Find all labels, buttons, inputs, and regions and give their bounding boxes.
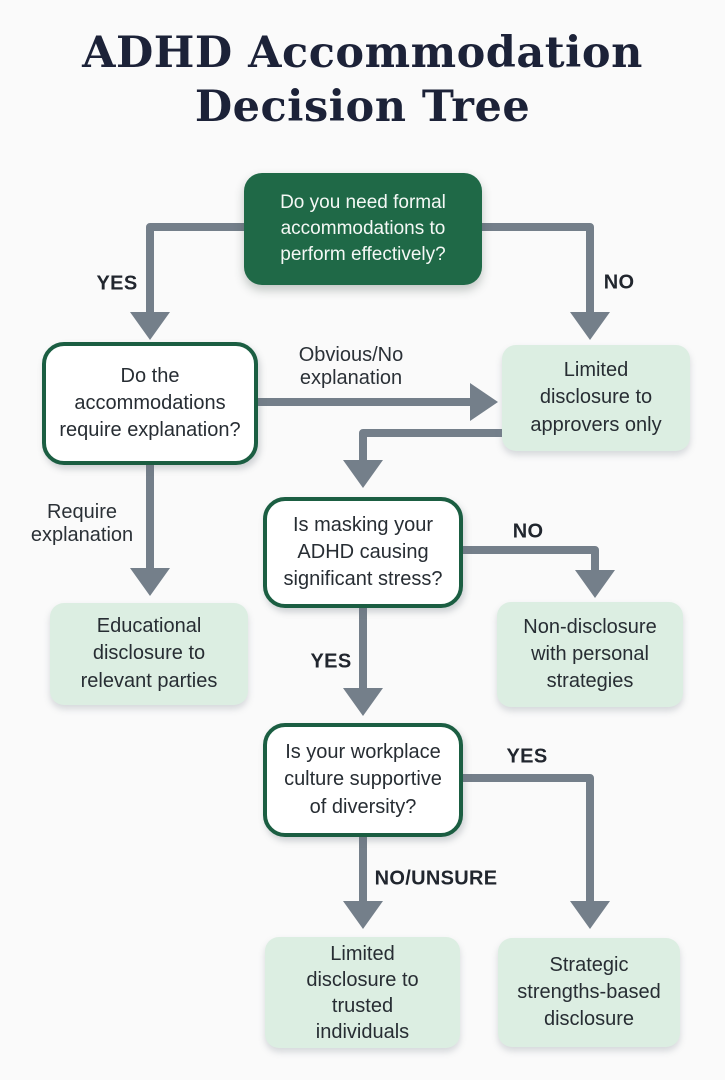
edge-start-no bbox=[482, 223, 610, 340]
edge-label-obvious-no-explanation: Obvious/No explanation bbox=[298, 343, 404, 389]
arrowhead-down-icon bbox=[343, 901, 383, 929]
arrowhead-down-icon bbox=[130, 312, 170, 340]
edge-approvers-to-masking bbox=[343, 429, 502, 488]
node-outcome-educational-disclosure: Educational disclosure to relevant parti… bbox=[50, 603, 248, 705]
edge-culture-no-unsure bbox=[343, 837, 383, 929]
edge-masking-yes bbox=[343, 608, 383, 716]
node-question-masking-stress: Is masking your ADHD causing significant… bbox=[263, 497, 463, 608]
edge-label-yes-masking: YES bbox=[310, 650, 352, 673]
node-outcome-strategic-disclosure: Strategic strengths-based disclosure bbox=[498, 938, 680, 1047]
node-outcome-non-disclosure: Non-disclosure with personal strategies bbox=[497, 602, 683, 707]
arrowhead-down-icon bbox=[570, 901, 610, 929]
edge-masking-no bbox=[463, 546, 615, 598]
edge-label-no-masking: NO bbox=[512, 520, 544, 543]
node-question-workplace-culture: Is your workplace culture supportive of … bbox=[263, 723, 463, 837]
edge-label-no-top: NO bbox=[603, 271, 635, 294]
page-title: ADHD Accommodation Decision Tree bbox=[82, 28, 643, 133]
arrowhead-down-icon bbox=[130, 568, 170, 596]
arrowhead-down-icon bbox=[575, 570, 615, 598]
edge-label-yes-culture: YES bbox=[506, 745, 548, 768]
edge-label-require-explanation: Require explanation bbox=[30, 500, 134, 546]
arrowhead-down-icon bbox=[570, 312, 610, 340]
edge-culture-yes bbox=[463, 774, 610, 929]
arrowhead-right-icon bbox=[470, 383, 498, 421]
arrowhead-down-icon bbox=[343, 460, 383, 488]
node-outcome-trusted-individuals: Limited disclosure to trusted individual… bbox=[265, 937, 460, 1048]
edge-label-no-unsure-culture: NO/UNSURE bbox=[374, 867, 498, 890]
node-outcome-approvers-only: Limited disclosure to approvers only bbox=[502, 345, 690, 451]
node-question-explanation: Do the accommodations require explanatio… bbox=[42, 342, 258, 465]
edge-label-yes-top: YES bbox=[96, 272, 138, 295]
edge-start-yes bbox=[130, 223, 244, 340]
edge-explanation-to-approvers bbox=[258, 383, 498, 421]
edge-explanation-to-educational bbox=[130, 465, 170, 596]
arrowhead-down-icon bbox=[343, 688, 383, 716]
node-start-question: Do you need formal accommodations to per… bbox=[244, 173, 482, 285]
